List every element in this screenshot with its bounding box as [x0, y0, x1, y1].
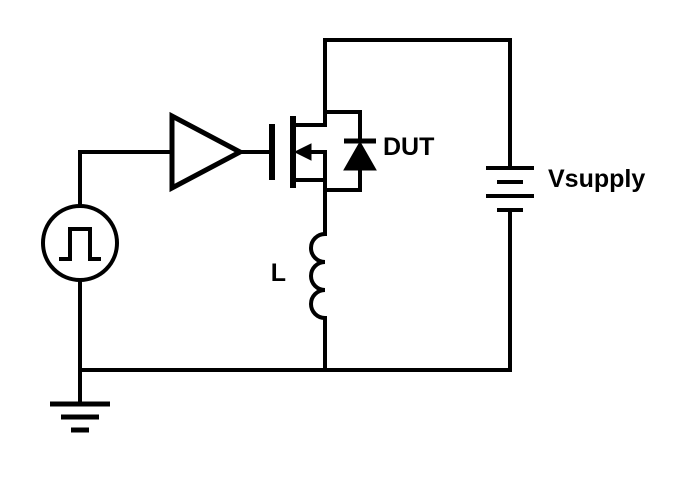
ground-symbol [50, 370, 110, 433]
label-vsupply: Vsupply [548, 165, 645, 193]
inductor [309, 232, 326, 320]
diode-triangle-icon [343, 140, 377, 171]
mosfet-dut [269, 116, 325, 188]
label-inductor: L [271, 259, 286, 287]
buffer-triangle-icon [169, 111, 246, 193]
pulse-generator [41, 204, 119, 282]
diode-top-lead [325, 110, 362, 142]
body-diode [325, 110, 377, 192]
pulse-generator-circle [41, 204, 119, 282]
wire-drain-top-rail [323, 38, 512, 170]
wires [78, 38, 512, 372]
wire-pulse-to-buffer [78, 150, 174, 208]
mosfet-body-arrow-icon [293, 143, 312, 161]
voltage-supply-battery [486, 166, 534, 212]
pulse-waveform-icon [59, 227, 101, 261]
gate-driver-buffer [169, 111, 246, 193]
label-dut: DUT [383, 133, 434, 161]
inductor-coil-icon [309, 232, 326, 320]
diode-bottom-lead [325, 170, 362, 192]
